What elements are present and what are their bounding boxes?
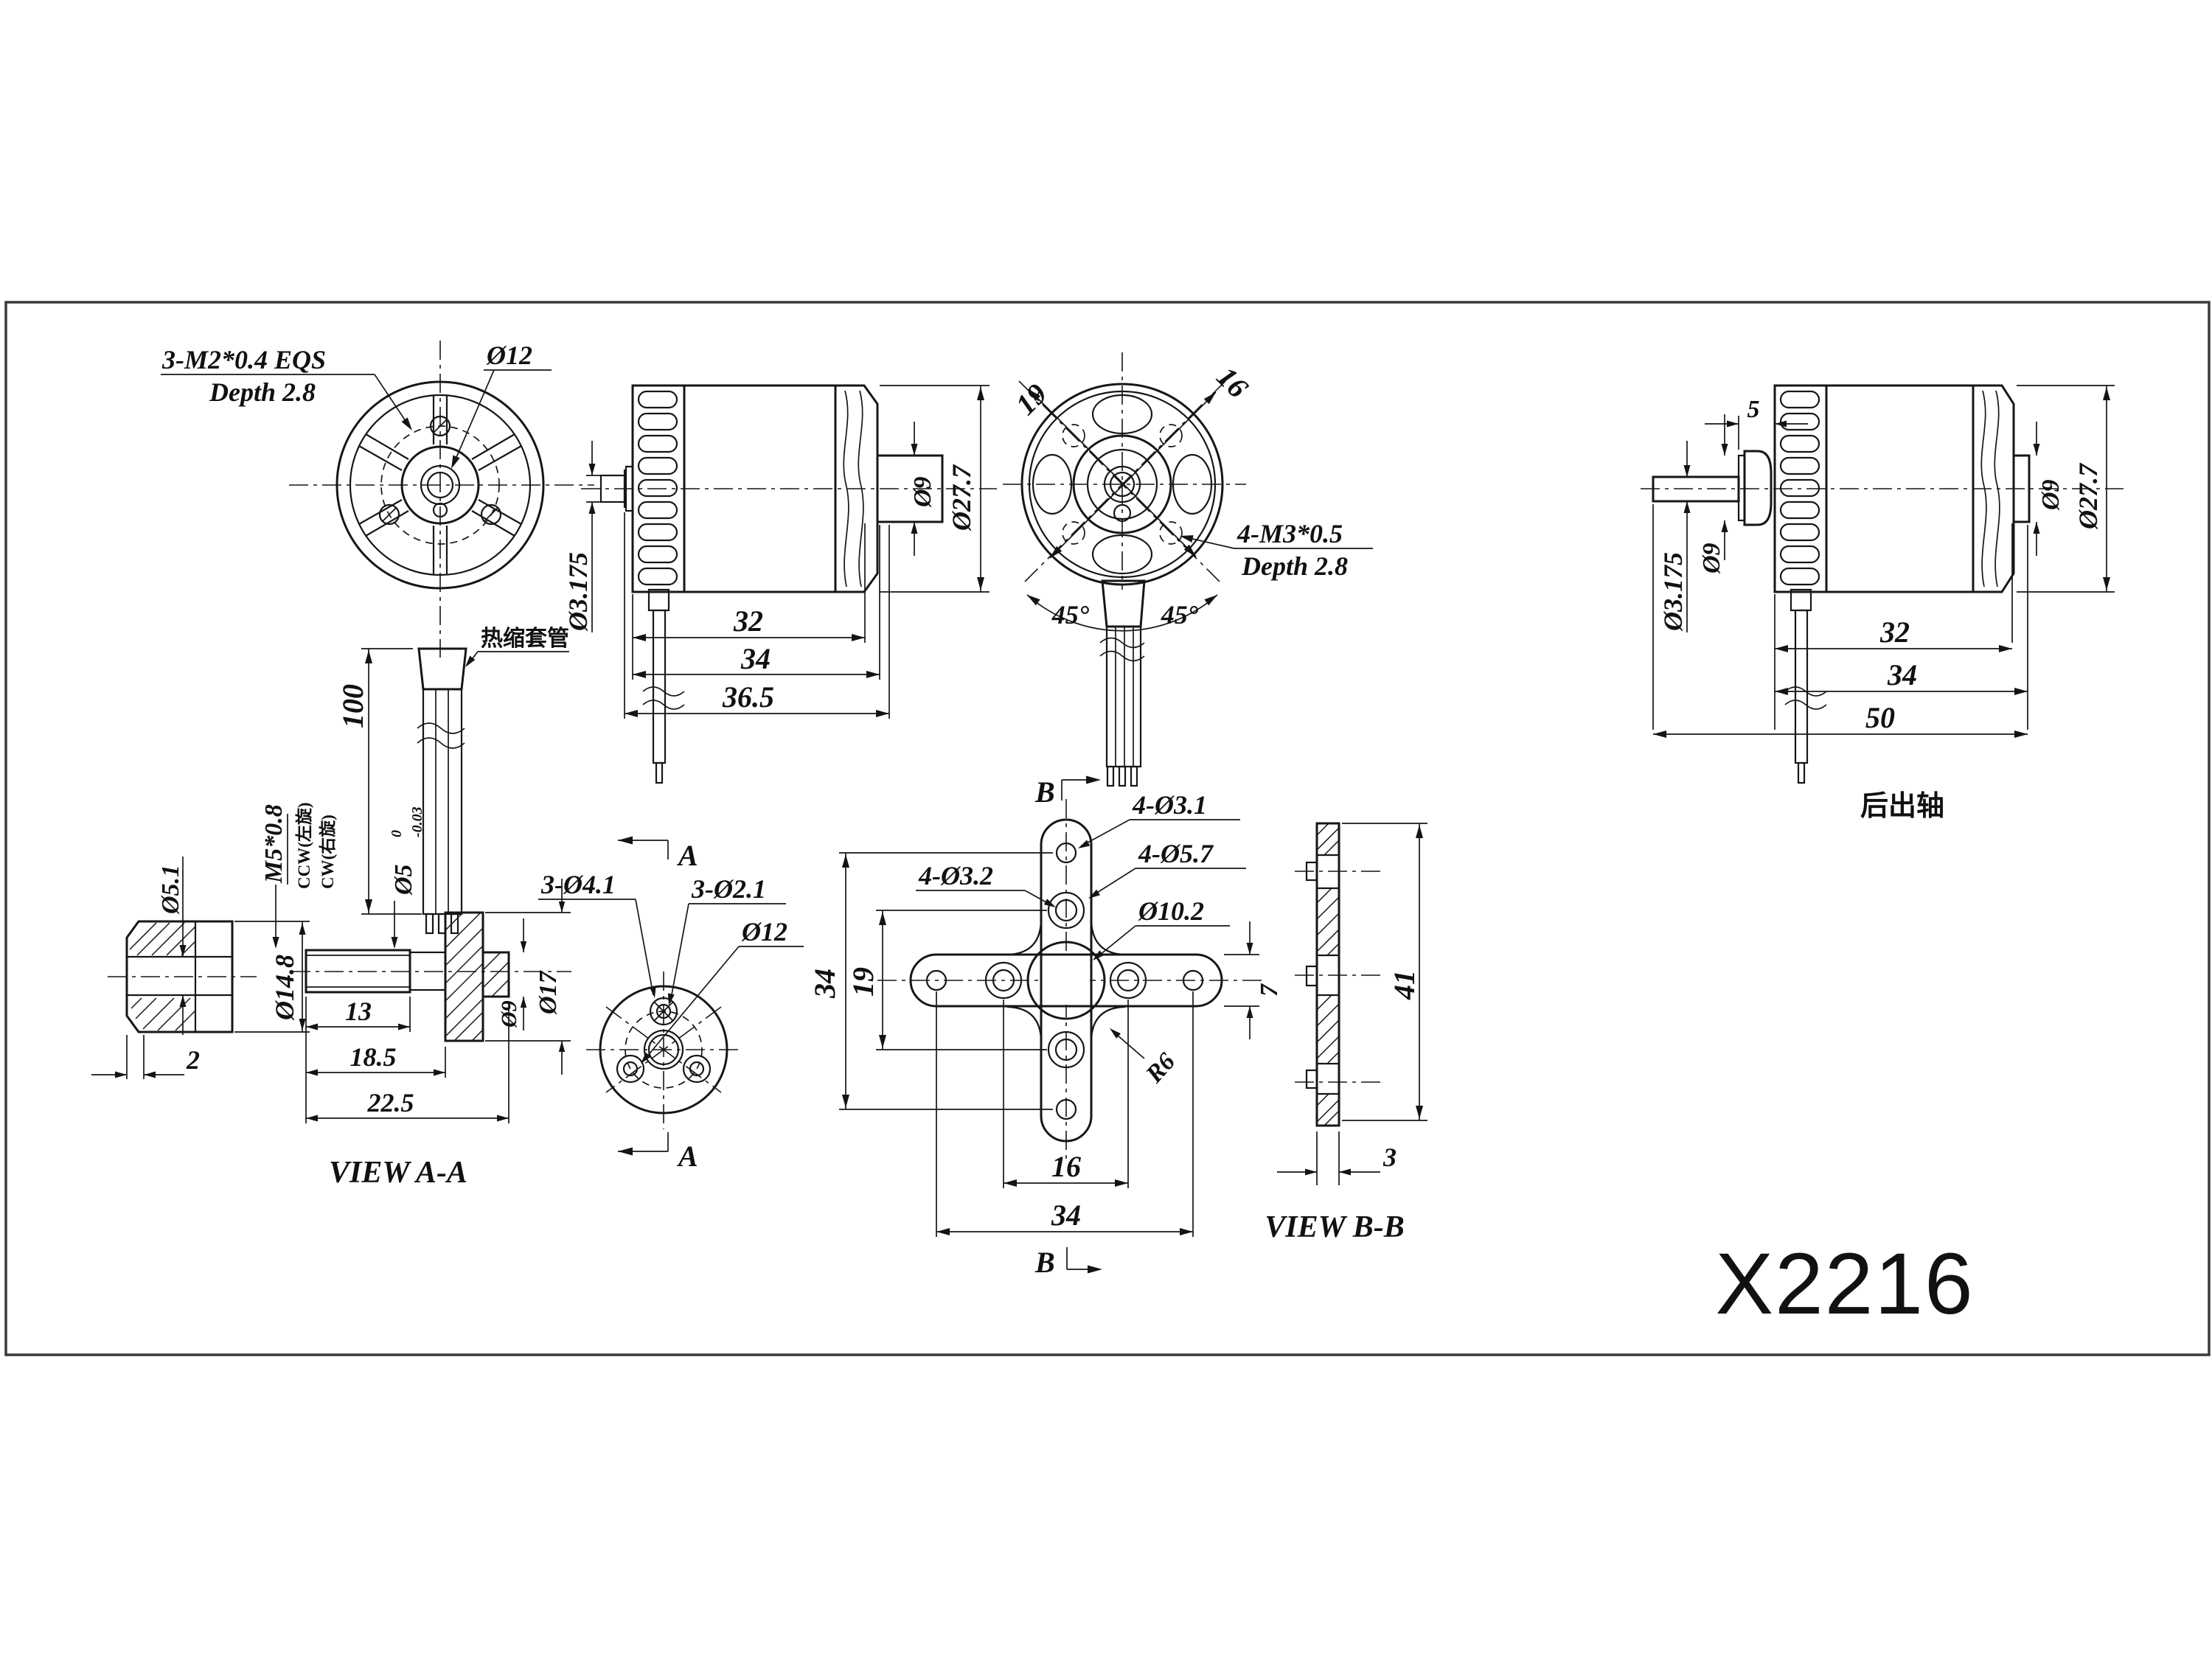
adapter-pilot-holes-label: 3-Ø2.1 bbox=[691, 874, 766, 904]
mount-section-view: 41 3 VIEW B-B bbox=[1265, 822, 1427, 1244]
thread-spec-label: M5*0.8 bbox=[260, 804, 288, 884]
hub-dia-label: Ø9 bbox=[497, 1000, 521, 1028]
shaft-tol-lower: -0.03 bbox=[409, 806, 425, 837]
bell-slots bbox=[637, 390, 678, 586]
adapter-face-view: A A 3-Ø4.1 3-Ø2.1 Ø12 bbox=[538, 836, 804, 1173]
overall-length-dim: 36.5 bbox=[722, 680, 774, 714]
nut-flange-dim: 2 bbox=[186, 1045, 200, 1075]
drawing-border bbox=[4, 301, 2211, 1356]
adapter-mount-holes-label: 3-Ø4.1 bbox=[540, 870, 616, 899]
arm-width-dim: 7 bbox=[1256, 983, 1283, 997]
shaft-diameter-label: Ø3.175 bbox=[563, 552, 593, 632]
collar-offset-dim: 5 bbox=[1747, 396, 1760, 423]
nut-hatch bbox=[129, 922, 196, 1031]
nut-outer-label: Ø14.8 bbox=[270, 955, 299, 1021]
rear-body-length-dim: 32 bbox=[1879, 615, 1910, 649]
model-number: X2216 bbox=[1715, 1235, 1974, 1333]
total-length-dim: 22.5 bbox=[367, 1088, 414, 1117]
prop-adapter-section: M5*0.8 CCW(左旋) CW(右旋) Ø5 0 -0.03 13 18.5… bbox=[260, 802, 571, 1190]
rear-overall-length-dim: 50 bbox=[1865, 701, 1895, 734]
mount-screw-holes-label: 4-Ø3.2 bbox=[918, 861, 993, 890]
bell-slots-rear bbox=[1779, 390, 1820, 586]
wire-length-dim: 100 bbox=[336, 684, 369, 728]
section-b-bottom: B bbox=[1034, 1246, 1055, 1279]
mount-cross-view: 4-Ø3.1 4-Ø5.7 4-Ø3.2 Ø10.2 R6 7 19 bbox=[808, 775, 1283, 1279]
section-hatch bbox=[1316, 823, 1340, 1126]
rear-shaft-diameter-label: Ø3.175 bbox=[1658, 552, 1688, 632]
rear-shaft-caption: 后出轴 bbox=[1860, 791, 1944, 822]
view-bb-caption: VIEW B-B bbox=[1265, 1210, 1404, 1244]
section-height-dim: 41 bbox=[1388, 970, 1421, 1000]
adapter-bolt-circle-label: Ø12 bbox=[741, 917, 787, 946]
body-diameter-label: Ø27.7 bbox=[947, 464, 976, 531]
mount-center-hole-label: Ø10.2 bbox=[1138, 896, 1204, 926]
screw-icon bbox=[378, 415, 502, 526]
section-thickness-dim: 3 bbox=[1382, 1143, 1397, 1172]
collar-diameter-label: Ø9 bbox=[1698, 543, 1725, 574]
thread-length-dim: 13 bbox=[345, 997, 372, 1026]
body-length-dim: 32 bbox=[733, 604, 763, 638]
rear-body-diameter-label: Ø27.7 bbox=[2073, 462, 2103, 530]
tip-span-v-dim: 34 bbox=[808, 969, 841, 999]
screw-span-h-dim: 16 bbox=[1051, 1150, 1081, 1183]
boss-diameter-label: Ø9 bbox=[909, 476, 936, 508]
adapter-head-hatch bbox=[445, 912, 509, 1042]
nut-bore-label: Ø5.1 bbox=[157, 865, 184, 915]
heat-shrink-note: 热缩套管 bbox=[481, 627, 569, 651]
rear-boss-length-dim: 34 bbox=[1887, 658, 1917, 691]
cw-note: CW(右旋) bbox=[318, 815, 337, 889]
prop-nut-section: Ø5.1 Ø14.8 2 bbox=[91, 857, 310, 1079]
shaft-tol-label: Ø5 bbox=[390, 864, 417, 896]
section-b-top: B bbox=[1034, 775, 1055, 809]
hub-diameter-label: Ø12 bbox=[486, 341, 532, 370]
screw-span-v-dim: 19 bbox=[846, 967, 880, 997]
angle-right-label: 45° bbox=[1161, 600, 1199, 630]
shaft-tol-upper: 0 bbox=[389, 830, 405, 837]
mount-screw-note: 4-M3*0.5 bbox=[1237, 519, 1343, 548]
front-screw-note: 3-M2*0.4 EQS bbox=[161, 345, 326, 374]
ccw-note: CCW(左旋) bbox=[294, 802, 313, 889]
view-aa-caption: VIEW A-A bbox=[329, 1156, 467, 1190]
front-screw-depth: Depth 2.8 bbox=[209, 377, 316, 407]
section-a-bottom: A bbox=[676, 1140, 698, 1173]
rear-shaft-view: 5 Ø9 Ø3.175 Ø9 Ø27.7 32 bbox=[1641, 384, 2124, 822]
mount-tip-holes-label: 4-Ø3.1 bbox=[1132, 790, 1207, 820]
front-view: 100 3-M2*0.4 EQS Depth 2.8 Ø12 热缩套管 bbox=[161, 341, 594, 935]
side-view: Ø3.175 Ø9 Ø27.7 32 34 36.5 bbox=[563, 384, 997, 784]
shoulder-length-dim: 18.5 bbox=[350, 1042, 397, 1072]
rear-boss-diameter-label: Ø9 bbox=[2037, 479, 2065, 511]
section-a-top: A bbox=[676, 839, 698, 872]
angle-left-label: 45° bbox=[1051, 600, 1090, 630]
mount-screw-depth: Depth 2.8 bbox=[1241, 551, 1348, 581]
tip-span-h-dim: 34 bbox=[1051, 1199, 1081, 1232]
flange-dia-label: Ø17 bbox=[535, 969, 562, 1015]
boss-length-dim: 34 bbox=[740, 642, 771, 675]
mount-counterbores-label: 4-Ø5.7 bbox=[1138, 839, 1214, 868]
